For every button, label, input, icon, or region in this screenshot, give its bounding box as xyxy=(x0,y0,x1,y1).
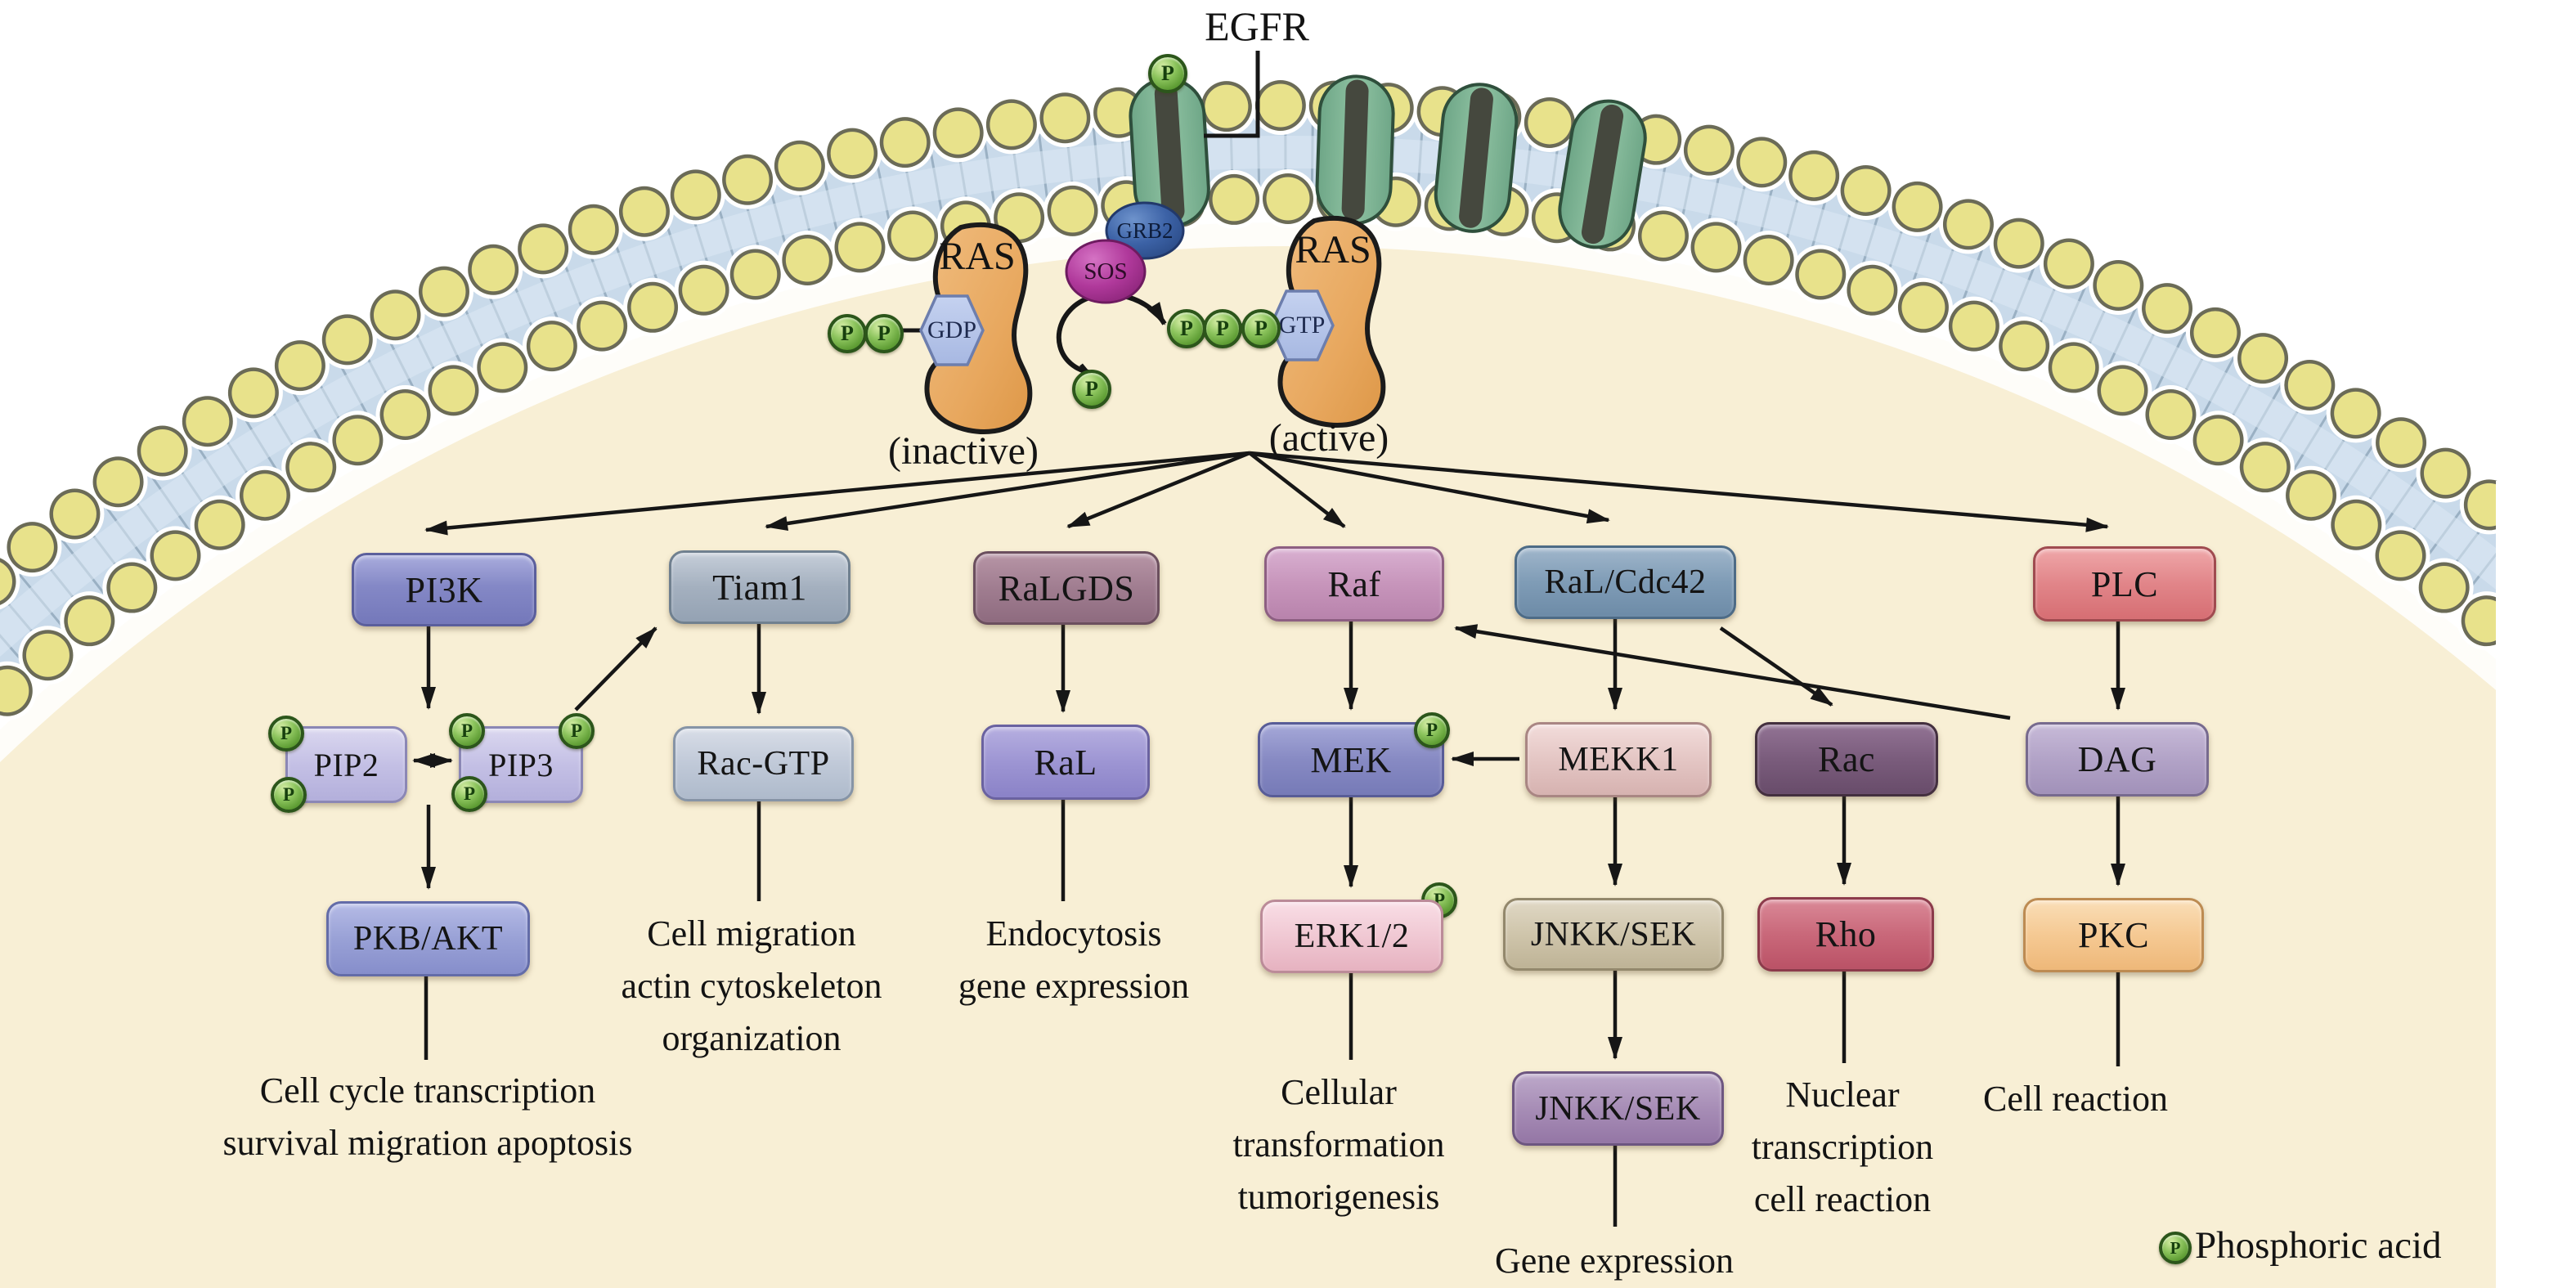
outcome-ralgds: Endocytosis gene expression xyxy=(958,913,1190,1006)
pathway-arrows xyxy=(412,451,2125,1227)
phosphate-icon: P xyxy=(449,713,485,749)
adaptor-proteins xyxy=(1065,201,1185,304)
node-rho: Rho xyxy=(1757,897,1934,972)
node-rac: Rac xyxy=(1755,722,1938,797)
phosphate-icon: P xyxy=(268,716,304,752)
legend-label: Phosphoric acid xyxy=(2195,1224,2442,1267)
outcome-jnkk-sek: Gene expression xyxy=(1494,1241,1734,1281)
phosphate-icon: P xyxy=(451,776,487,812)
phosphate-icon: P xyxy=(864,314,904,353)
node-jnkk-sek-1: JNKK/SEK xyxy=(1503,898,1724,971)
node-ral-cdc42: RaL/Cdc42 xyxy=(1515,545,1736,619)
gdp-label: GDP xyxy=(927,316,976,343)
outcome-pkc: Cell reaction xyxy=(1982,1079,2168,1119)
egfr-receptor-icon xyxy=(1434,83,1519,233)
node-pi3k: PI3K xyxy=(352,553,536,626)
phosphate-icon: P xyxy=(1167,309,1206,348)
gtp-label: GTP xyxy=(1278,312,1326,339)
ras-inactive-state: (inactive) xyxy=(888,429,1039,473)
node-raf: Raf xyxy=(1264,546,1444,622)
outcome-pkb-akt: Cell cycle transcription survival migrat… xyxy=(222,1070,633,1163)
phosphate-icon: P xyxy=(1203,309,1242,348)
node-pip2: PIP2 xyxy=(285,726,407,803)
node-jnkk-sek-2: JNKK/SEK xyxy=(1512,1071,1724,1146)
legend-phosphate-icon: P xyxy=(2159,1232,2192,1264)
node-tiam1: Tiam1 xyxy=(669,550,850,624)
node-rac-gtp: Rac-GTP xyxy=(673,726,854,801)
phosphate-icon: P xyxy=(1414,712,1450,748)
egfr-receptor-icon xyxy=(1315,74,1395,226)
sos-ellipse xyxy=(1065,239,1147,304)
gtp-hexagon xyxy=(1269,289,1335,361)
phosphate-icon: P xyxy=(271,777,307,813)
ras-inactive-label: RAS xyxy=(939,234,1016,278)
ras-proteins xyxy=(844,215,1386,435)
legend: P Phosphoric acid xyxy=(2159,1223,2543,1269)
phosphate-icon: P xyxy=(559,713,595,749)
gdp-hexagon xyxy=(919,294,985,366)
phosphate-icon: P xyxy=(828,314,867,353)
gdp-gtp-exchange-arrow xyxy=(1056,292,1167,375)
egfr-label: EGFR xyxy=(1205,3,1309,49)
node-mekk1: MEKK1 xyxy=(1525,722,1712,797)
receptor-phosphate-icon: P xyxy=(1148,54,1187,93)
egfr-receptor-icon xyxy=(1558,99,1647,249)
node-pkc: PKC xyxy=(2023,898,2204,972)
node-plc: PLC xyxy=(2033,546,2216,622)
node-ral: RaL xyxy=(981,725,1150,800)
phosphate-icon: P xyxy=(1241,309,1281,348)
ras-active-label: RAS xyxy=(1295,227,1371,272)
egfr-receptor-icon xyxy=(1129,77,1210,228)
node-dag: DAG xyxy=(2026,722,2209,797)
released-phosphate-icon: P xyxy=(1072,370,1111,409)
ras-active-state: (active) xyxy=(1268,415,1389,460)
egfr-receptors xyxy=(1129,74,1647,249)
node-erk1-2: ERK1/2 xyxy=(1260,900,1443,973)
outcome-erk1-2: Cellular transformation tumorigenesis xyxy=(1232,1072,1445,1217)
figure-margin xyxy=(2496,481,2576,1288)
outcome-rho: Nuclear transcription cell reaction xyxy=(1751,1075,1934,1219)
node-mek: MEK xyxy=(1258,722,1444,797)
node-ralgds: RaLGDS xyxy=(973,551,1160,625)
outcome-tiam1: Cell migration actin cytoskeleton organi… xyxy=(621,913,882,1058)
node-pkb-akt: PKB/AKT xyxy=(326,901,530,976)
sos-label: SOS xyxy=(1084,258,1128,285)
grb2-label: GRB2 xyxy=(1116,218,1174,243)
egfr-callout-line xyxy=(1204,51,1260,138)
